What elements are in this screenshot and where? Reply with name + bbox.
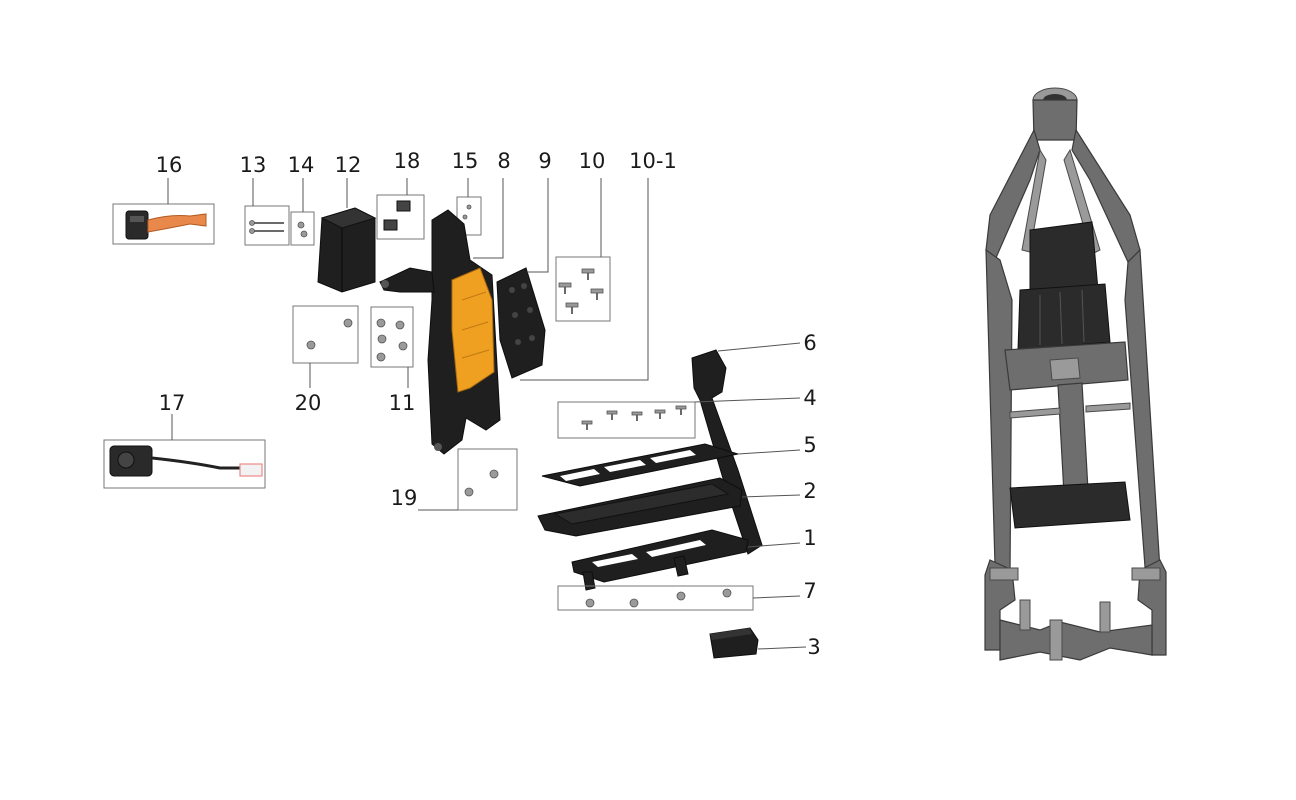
leader-2: [741, 494, 801, 498]
leader-3: [757, 646, 807, 650]
callout-1: 1: [803, 526, 816, 550]
leader-5: [737, 449, 801, 455]
part-15-small-screws: [456, 196, 482, 236]
part-2-battery-tray: [537, 477, 743, 537]
part-10-screws: [555, 256, 611, 322]
part-20-bolts: [292, 305, 359, 364]
part-5-top-grid-plate: [541, 443, 739, 487]
leader-1: [747, 542, 801, 548]
part-11-nuts: [370, 306, 414, 368]
part-12-controller-box: [317, 207, 377, 293]
leader-10-1: [520, 178, 649, 381]
part-18-clips: [376, 194, 425, 240]
callout-5: 5: [803, 433, 816, 457]
part-8-mounting-bracket: [379, 209, 501, 455]
leader-7: [752, 595, 801, 599]
part-9-rubber-pad: [496, 267, 546, 379]
callout-18: 18: [394, 149, 421, 173]
callout-3: 3: [807, 635, 820, 659]
callout-13: 13: [240, 153, 267, 177]
callout-14: 14: [288, 153, 315, 177]
part-1-bottom-frame: [571, 529, 749, 591]
part-3-rubber-block: [709, 627, 759, 659]
callout-9: 9: [538, 149, 551, 173]
part-4-screws: [557, 401, 696, 439]
leader-6: [717, 342, 801, 352]
leader-8: [473, 178, 504, 259]
callout-19: 19: [391, 486, 418, 510]
part-14-nuts: [290, 211, 315, 246]
callout-16: 16: [156, 153, 183, 177]
callout-6: 6: [803, 331, 816, 355]
callout-17: 17: [159, 391, 186, 415]
callout-11: 11: [389, 391, 416, 415]
part-17-sensor-connector: [103, 439, 266, 489]
callout-12: 12: [335, 153, 362, 177]
callout-15: 15: [452, 149, 479, 173]
part-13-screws: [244, 205, 290, 246]
callout-8: 8: [497, 149, 510, 173]
part-19-bolts: [457, 448, 518, 511]
callout-7: 7: [803, 579, 816, 603]
leader-4: [694, 397, 801, 403]
callout-10-1: 10-1: [629, 149, 677, 173]
assembled-frame-view: [984, 87, 1167, 661]
callout-2: 2: [803, 479, 816, 503]
callout-20: 20: [295, 391, 322, 415]
leader-9: [527, 178, 549, 273]
callout-4: 4: [803, 386, 816, 410]
callout-10: 10: [579, 149, 606, 173]
part-16-connector: [112, 203, 215, 245]
